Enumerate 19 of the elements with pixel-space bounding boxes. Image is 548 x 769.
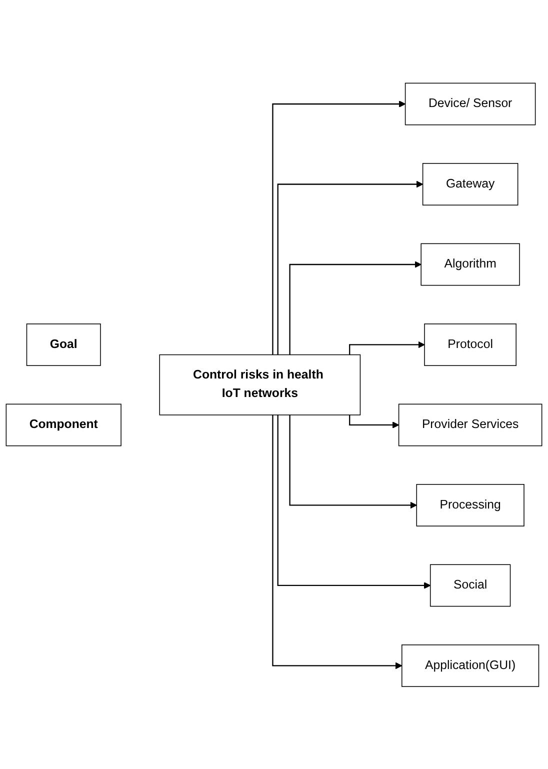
node-box: Protocol [424,323,516,366]
arrow [272,414,402,669]
arrow [277,414,431,588]
arrow [272,100,406,354]
node-box: Control risks in health IoT networks [159,354,361,415]
arrow [289,414,417,508]
node-box: Gateway [422,162,518,206]
node-box: Provider Services [398,403,542,446]
node-box: Social [430,564,511,606]
node-box: Processing [416,484,524,526]
node-box: Application(GUI) [402,644,540,687]
arrow [277,180,424,354]
arrow [349,414,400,428]
node-box: Algorithm [420,242,520,286]
arrow [349,340,425,354]
node-box: Component [6,403,122,446]
node-box: Device/ Sensor [404,82,536,125]
node-box: Goal [26,323,101,366]
arrow [289,260,422,354]
